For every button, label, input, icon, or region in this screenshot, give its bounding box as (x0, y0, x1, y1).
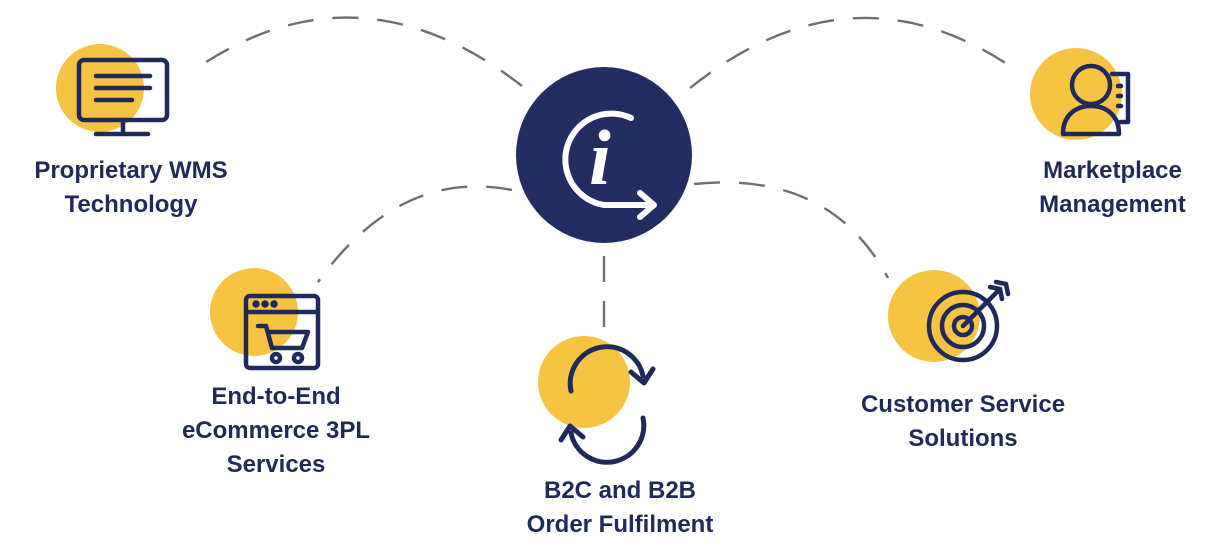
info-glyph: i (589, 114, 611, 201)
cycle-arrowhead (637, 190, 657, 220)
connector-center-to-wms (199, 16, 523, 87)
sync-arrows-icon (558, 344, 656, 465)
feature-label-wms: Proprietary WMS Technology (0, 154, 262, 222)
accent-circle (538, 336, 630, 428)
label-line: Order Fulfilment (526, 511, 714, 538)
feature-label-marketplace: Marketplace Management (1010, 154, 1215, 222)
feature-node-ecommerce (210, 268, 321, 371)
label-line: End-to-End (211, 383, 341, 410)
label-line: eCommerce 3PL (181, 417, 371, 444)
feature-label-ecommerce: End-to-End eCommerce 3PL Services (140, 380, 412, 482)
shopping-cart-browser-icon (243, 293, 321, 371)
label-line: Technology (64, 191, 198, 218)
info-cycle-icon: i (562, 110, 657, 220)
cycle-arc (562, 110, 655, 208)
label-line: Marketplace (1043, 157, 1182, 184)
feature-label-fulfilment: B2C and B2B Order Fulfilment (480, 474, 760, 542)
center-hub: i (516, 67, 692, 243)
feature-node-customer-service (888, 270, 1011, 363)
user-profile-icon (1060, 63, 1131, 137)
label-line: Customer Service (860, 391, 1066, 418)
feature-label-customer-service: Customer Service Solutions (810, 388, 1116, 456)
monitor-icon (76, 57, 170, 137)
label-line: B2C and B2B (543, 477, 697, 504)
target-arrow-icon (926, 279, 1011, 363)
feature-node-fulfilment (538, 336, 656, 465)
feature-node-wms (56, 44, 170, 137)
label-line: Solutions (908, 425, 1018, 452)
connector-center-to-marketplace (689, 16, 1011, 89)
connector-center-to-ecommerce (317, 185, 513, 283)
label-line: Management (1039, 191, 1186, 218)
label-line: Proprietary WMS (34, 157, 228, 184)
label-line: Services (226, 451, 326, 478)
connector-center-to-customer-service (693, 181, 890, 279)
feature-node-marketplace (1030, 48, 1131, 140)
